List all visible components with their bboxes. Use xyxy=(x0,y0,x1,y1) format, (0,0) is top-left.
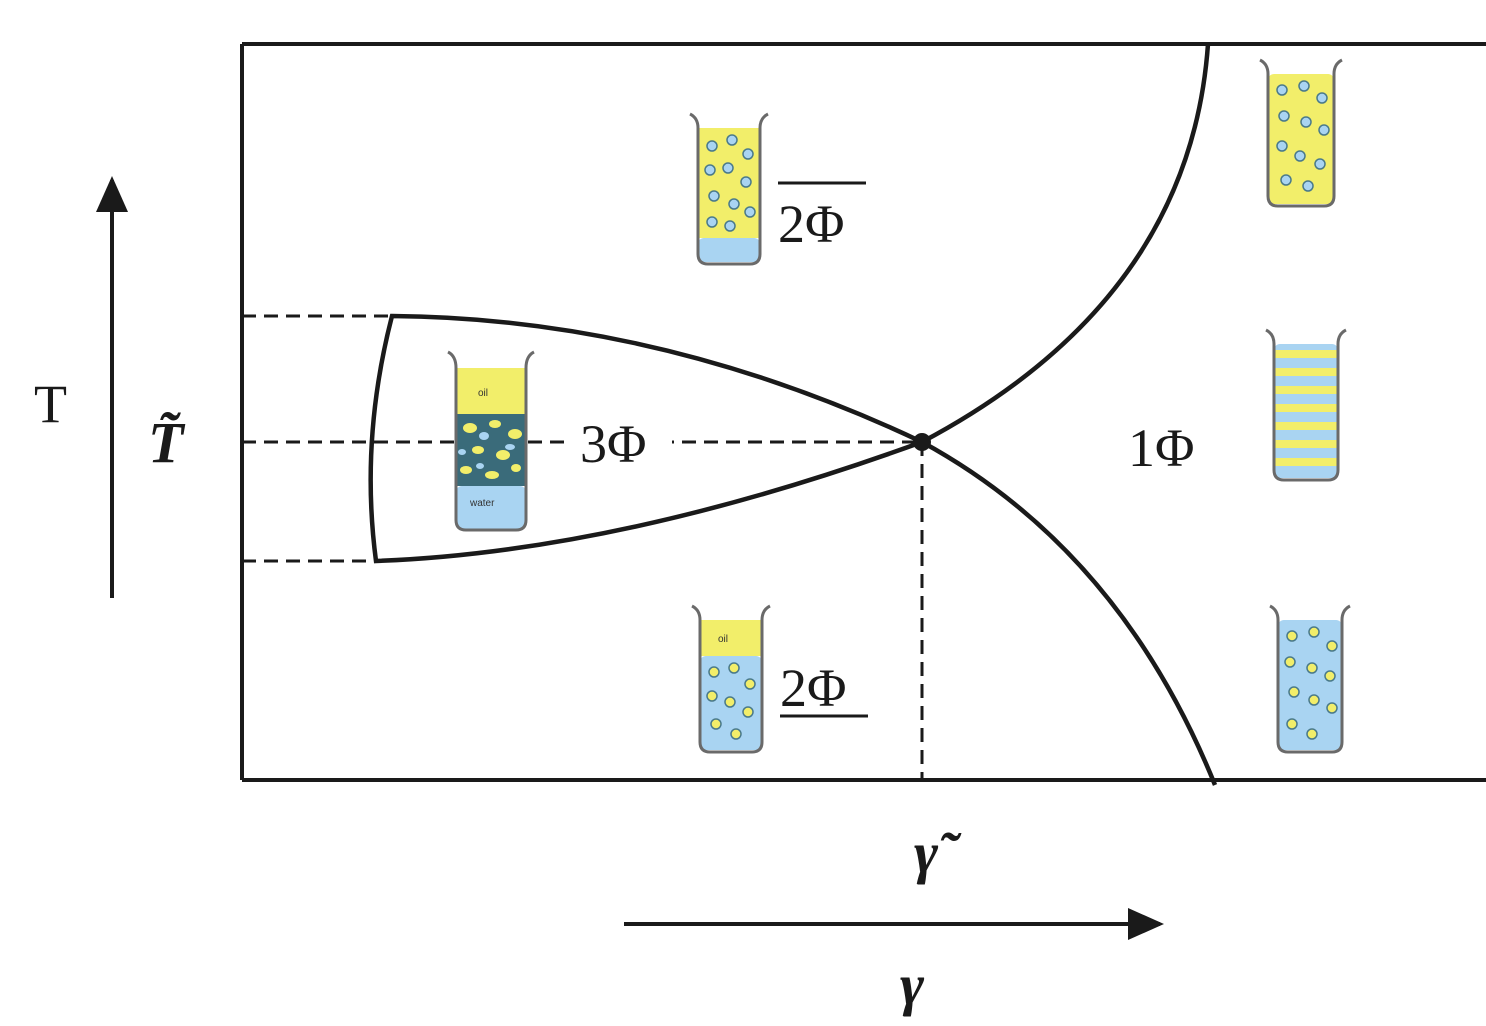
upper-boundary-curve xyxy=(920,43,1211,444)
y-axis-label: T xyxy=(34,374,67,434)
gamma-tilde-label: γ̃ xyxy=(914,820,962,885)
three-phase-label: 3Φ xyxy=(580,414,646,474)
phase-boundaries xyxy=(368,43,1218,786)
beaker-three-phase: oil water xyxy=(447,350,535,532)
beaker-two-phase-upper xyxy=(689,112,769,266)
beaker-one-phase-bottom xyxy=(1269,604,1351,754)
beaker-two-phase-lower: oil xyxy=(691,604,771,754)
two-phase-upper-label: 2Φ xyxy=(778,194,844,254)
lower-boundary-curve xyxy=(920,440,1218,786)
critical-point xyxy=(913,433,931,451)
beaker-one-phase-top xyxy=(1259,58,1343,208)
plot-frame xyxy=(240,42,1486,782)
one-phase-label: 1Φ xyxy=(1128,418,1194,478)
beaker-one-phase-middle xyxy=(1265,328,1347,482)
x-axis-label: γ xyxy=(900,952,925,1017)
t-tilde-label: T̃ xyxy=(148,410,186,475)
two-phase-lower-label: 2Φ xyxy=(780,658,846,718)
beaker-lower-oil-label: oil xyxy=(718,634,728,645)
beaker-oil-label: oil xyxy=(478,388,488,399)
three-phase-boundary xyxy=(368,313,923,564)
beaker-water-label: water xyxy=(469,498,495,509)
